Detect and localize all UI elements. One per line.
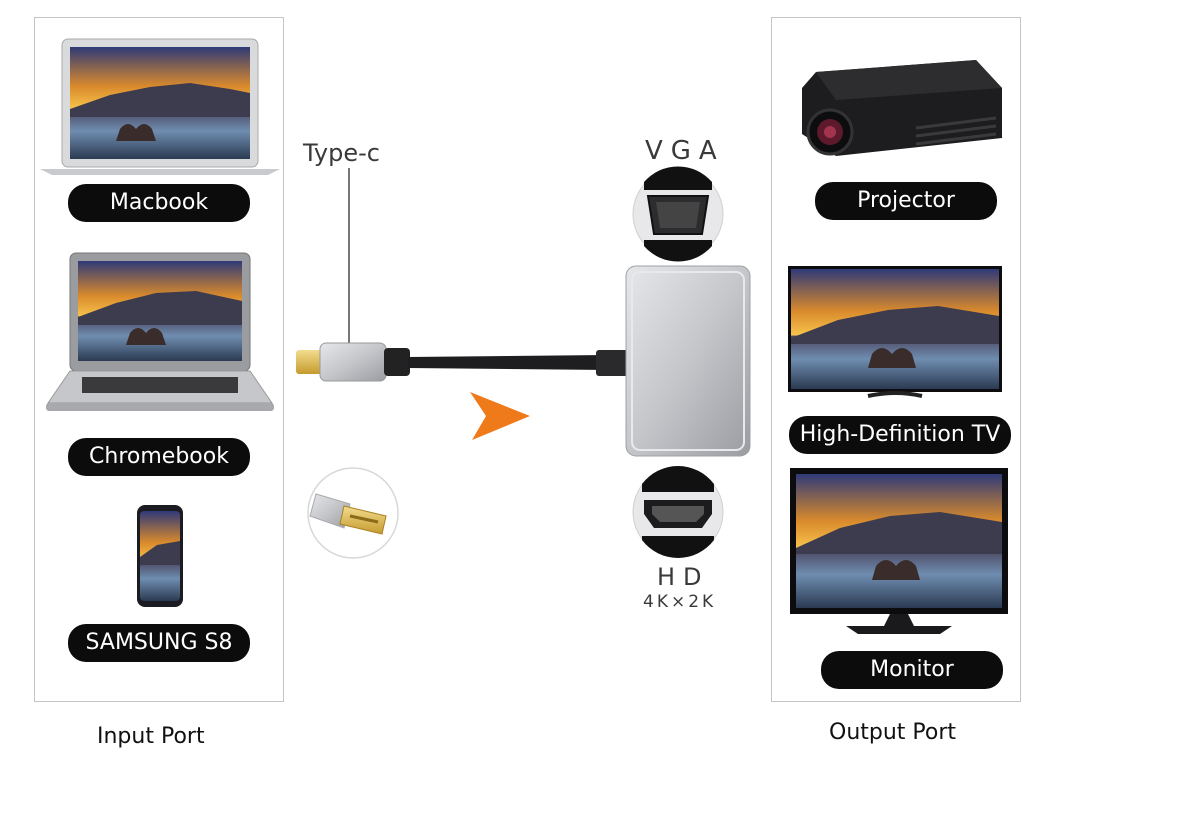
laptop-icon	[46, 252, 274, 411]
type-c-pointer-line	[348, 168, 350, 346]
vga-port-icon	[632, 166, 724, 262]
vga-label: VGA	[645, 136, 725, 166]
usb-c-connector-closeup-icon	[307, 467, 399, 559]
direction-arrow-icon	[470, 392, 530, 440]
smartphone-icon	[137, 505, 183, 607]
device-pill-projector: Projector	[815, 182, 997, 220]
hdmi-resolution-label: 4K×2K	[643, 592, 717, 612]
device-pill-high-definition-tv: High-Definition TV	[789, 416, 1011, 454]
input-port-caption: Input Port	[97, 724, 205, 749]
hdmi-label: HD	[657, 563, 710, 591]
tv-icon	[788, 266, 1002, 398]
device-pill-chromebook: Chromebook	[68, 438, 250, 476]
adapter-hub-body	[625, 265, 751, 457]
device-pill-monitor: Monitor	[821, 651, 1003, 689]
type-c-label: Type-c	[303, 139, 380, 167]
device-pill-samsung-s8: SAMSUNG S8	[68, 624, 250, 662]
laptop-icon	[40, 38, 280, 175]
usb-c-cable	[296, 342, 630, 382]
monitor-icon	[790, 468, 1008, 634]
projector-icon	[802, 60, 1002, 156]
device-pill-macbook: Macbook	[68, 184, 250, 222]
hdmi-port-icon	[632, 466, 724, 558]
output-port-caption: Output Port	[829, 720, 957, 745]
